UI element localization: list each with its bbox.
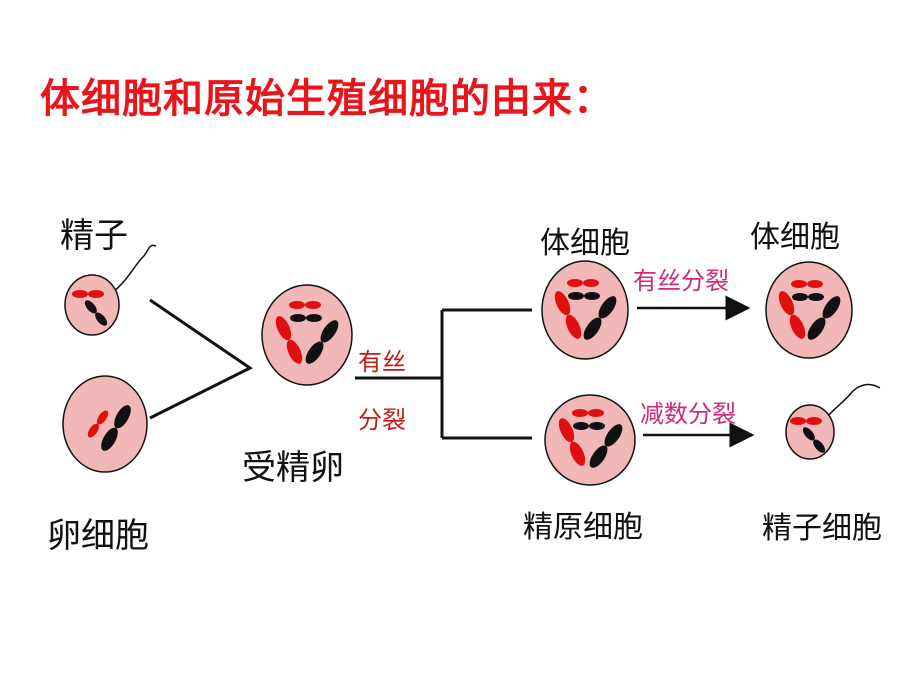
sperm-cell-label: 精子细胞 [762, 511, 882, 546]
somatic-cell-middle [541, 260, 629, 360]
zygote-label: 受精卵 [242, 448, 344, 488]
egg-cell [62, 375, 148, 473]
mitosis-top-label: 有丝分裂 [633, 267, 729, 295]
sperm-tail-left [111, 244, 157, 294]
somatic-right-label: 体细胞 [750, 220, 840, 255]
meiosis-label: 减数分裂 [640, 400, 736, 428]
slide-title: 体细胞和原始生殖细胞的由来： [40, 76, 614, 122]
spermatogonium-cell [544, 394, 636, 486]
mitosis-label-line2: 分裂 [358, 406, 406, 434]
egg-label: 卵细胞 [47, 516, 149, 556]
somatic-cell-right [765, 261, 853, 359]
sperm-label: 精子 [60, 216, 128, 256]
sperm-cell-right [785, 383, 881, 460]
sperm-tail-right [825, 383, 881, 419]
somatic-top-label: 体细胞 [540, 226, 630, 261]
fertilization-lines [149, 298, 253, 420]
sperm-cell-left [64, 244, 157, 336]
mitosis-label-line1: 有丝 [358, 348, 406, 376]
spermatogonium-label: 精原细胞 [523, 510, 643, 545]
zygote-cell [261, 284, 353, 386]
